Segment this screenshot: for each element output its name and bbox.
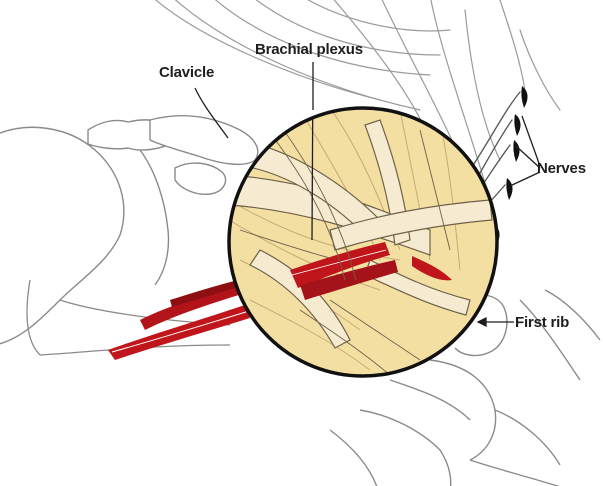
first-rib-pointer [478, 318, 514, 326]
arteries-outside [108, 280, 250, 360]
label-nerves: Nerves [537, 160, 586, 177]
label-first-rib: First rib [515, 314, 569, 331]
magnifier [229, 62, 497, 376]
label-clavicle: Clavicle [159, 64, 214, 81]
vertebra-markers [493, 86, 527, 246]
label-brachial-plexus: Brachial plexus [255, 41, 363, 58]
shoulder-bones [0, 116, 258, 345]
